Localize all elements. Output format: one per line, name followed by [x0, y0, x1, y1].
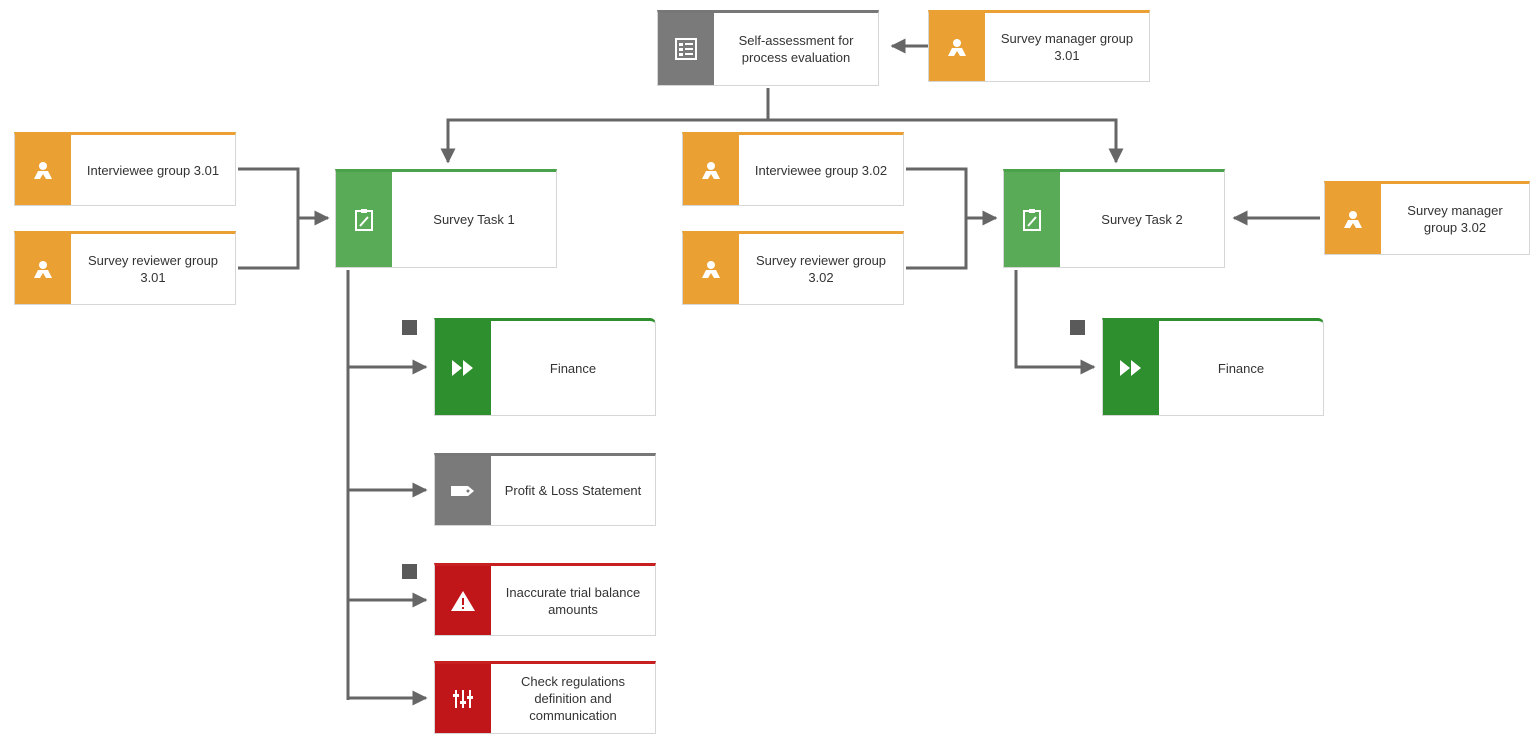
node-label: Check regulations definition and communi… [520, 674, 626, 723]
node-label: Self-assessment for process evaluation [738, 33, 854, 65]
hierarchy-icon[interactable] [1070, 320, 1085, 335]
node-label: Profit & Loss Statement [504, 483, 642, 498]
hierarchy-icon[interactable] [402, 320, 417, 335]
process-node-finance-2[interactable]: Finance [1102, 318, 1324, 416]
person-icon [15, 135, 71, 205]
person-icon [929, 13, 985, 81]
role-node-reviewer-302[interactable]: Survey reviewer group 3.02 [682, 231, 904, 305]
connector-reviewer301-to-task1 [238, 218, 300, 270]
hierarchy-icon[interactable] [402, 564, 417, 579]
role-node-interviewee-302[interactable]: Interviewee group 3.02 [682, 132, 904, 206]
node-label: Finance [1217, 360, 1265, 376]
risk-node-inaccurate-trial-balance[interactable]: Inaccurate trial balance amounts [434, 563, 656, 636]
node-label: Survey reviewer group 3.02 [755, 253, 887, 285]
tag-icon [435, 456, 491, 525]
warning-icon [435, 566, 491, 635]
clipboard-pen-icon [336, 172, 392, 267]
person-icon [683, 234, 739, 304]
role-node-survey-manager-302[interactable]: Survey manager group 3.02 [1324, 181, 1530, 255]
node-label: Survey reviewer group 3.01 [87, 253, 219, 285]
node-label: Survey manager group 3.01 [1000, 31, 1134, 63]
person-icon [1325, 184, 1381, 254]
connector-task2-to-finance [1014, 270, 1096, 375]
connector-interviewee301-to-task1 [238, 167, 330, 226]
node-label: Survey manager group 3.02 [1407, 203, 1503, 235]
node-label: Finance [549, 360, 597, 376]
clipboard-pen-icon [1004, 172, 1060, 267]
sliders-icon [435, 664, 491, 733]
node-label: Inaccurate trial balance amounts [505, 584, 641, 617]
node-label: Interviewee group 3.02 [754, 162, 888, 178]
fast-forward-icon [1103, 321, 1159, 415]
process-node-finance-1[interactable]: Finance [434, 318, 656, 416]
role-node-interviewee-301[interactable]: Interviewee group 3.01 [14, 132, 236, 206]
connector-survey-to-task2 [768, 118, 1124, 164]
node-label: Survey Task 2 [1101, 212, 1183, 227]
connector-reviewer302-to-task2 [906, 218, 968, 270]
role-node-reviewer-301[interactable]: Survey reviewer group 3.01 [14, 231, 236, 305]
document-node-profit-loss[interactable]: Profit & Loss Statement [434, 453, 656, 526]
survey-form-icon [658, 13, 714, 85]
person-icon [683, 135, 739, 205]
node-label: Survey Task 1 [433, 212, 515, 227]
connector-interviewee302-to-task2 [906, 167, 998, 226]
fast-forward-icon [435, 321, 491, 415]
control-node-check-regulations[interactable]: Check regulations definition and communi… [434, 661, 656, 734]
person-icon [15, 234, 71, 304]
task-node-survey-task-2[interactable]: Survey Task 2 [1003, 169, 1225, 268]
node-label: Interviewee group 3.01 [86, 162, 220, 178]
task-node-survey-task-1[interactable]: Survey Task 1 [335, 169, 557, 268]
role-node-survey-manager-301[interactable]: Survey manager group 3.01 [928, 10, 1150, 82]
survey-assessment-node[interactable]: Self-assessment for process evaluation [657, 10, 879, 86]
